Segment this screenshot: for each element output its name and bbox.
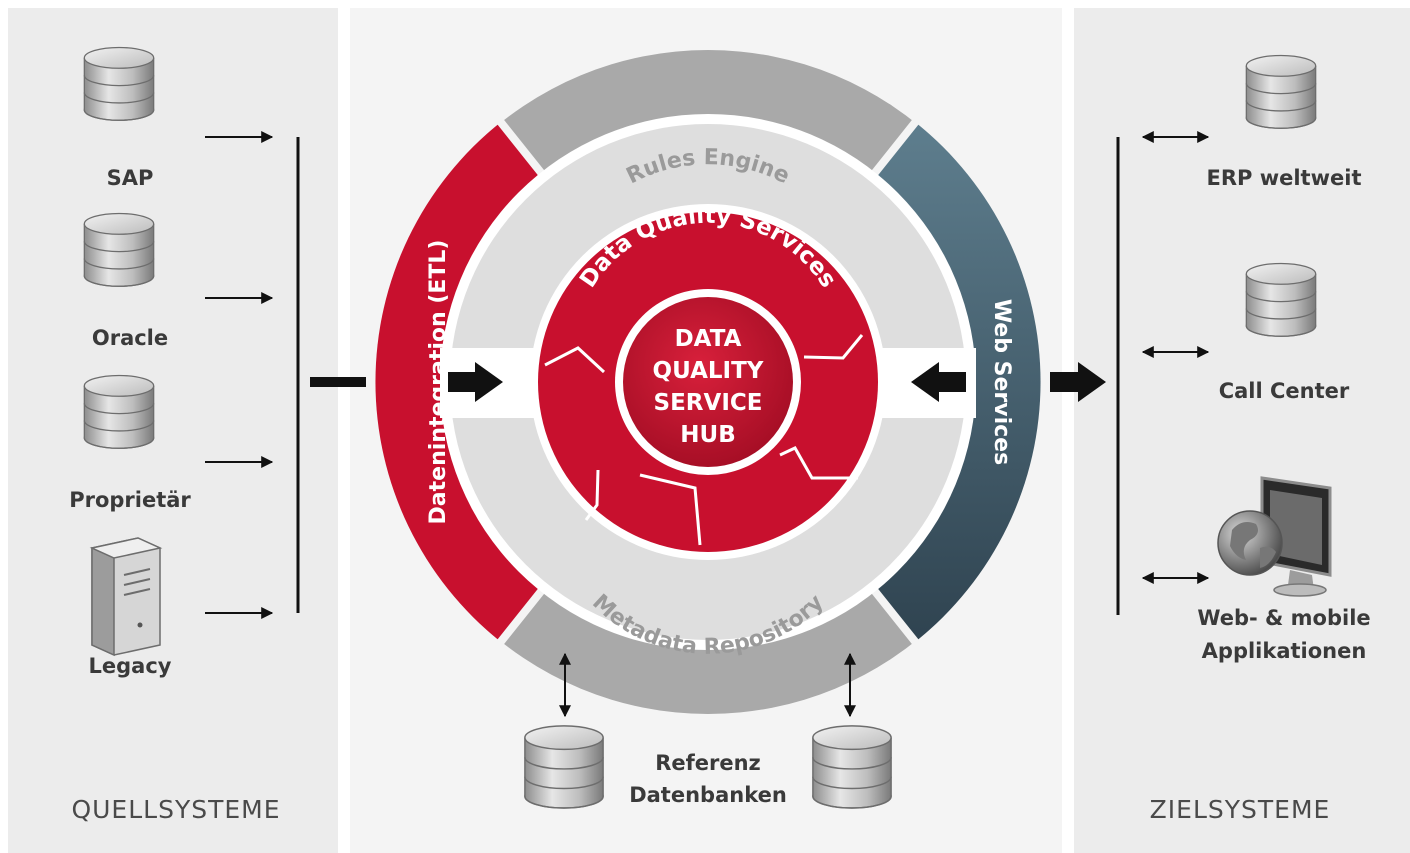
- reference-label-line2: Datenbanken: [629, 783, 787, 807]
- core-line-3: SERVICE: [654, 390, 763, 416]
- target-label-erp: ERP weltweit: [1207, 166, 1362, 190]
- reference-databases: Referenz Datenbanken: [524, 652, 892, 809]
- source-label-legacy: Legacy: [89, 654, 172, 678]
- reference-label-line1: Referenz: [655, 751, 761, 775]
- database-icon: [524, 725, 604, 809]
- database-icon: [83, 374, 155, 449]
- source-section-title: QUELLSYSTEME: [71, 795, 280, 824]
- source-item-proprietaer: Proprietär: [69, 374, 191, 512]
- source-label-sap: SAP: [107, 166, 154, 190]
- target-label-call-center: Call Center: [1219, 379, 1350, 403]
- arrow-out-right: [1050, 362, 1106, 402]
- source-item-oracle: Oracle: [83, 212, 168, 350]
- target-label-web-line2: Applikationen: [1202, 639, 1367, 663]
- target-connectors: [1050, 131, 1210, 615]
- globe-monitor-icon: [1217, 476, 1332, 597]
- arrow-in-right: [911, 362, 966, 402]
- target-item-erp: ERP weltweit: [1207, 54, 1362, 190]
- source-panel: [8, 8, 338, 853]
- hub-graphic: Rules Engine Data Quality Services Metad…: [375, 50, 1041, 714]
- database-icon: [83, 212, 155, 287]
- source-connectors: [205, 131, 366, 619]
- target-label-web-line1: Web- & mobile: [1197, 606, 1370, 630]
- core-line-2: QUALITY: [653, 358, 764, 384]
- database-icon: [1245, 54, 1317, 129]
- arrow-in-left: [448, 362, 503, 402]
- etl-label: Datenintegration (ETL): [426, 240, 451, 525]
- server-tower-icon: [89, 537, 163, 657]
- source-item-sap: SAP: [83, 46, 155, 190]
- target-section-title: ZIELSYSTEME: [1150, 795, 1331, 824]
- target-item-web-mobile: Web- & mobile Applikationen: [1197, 476, 1371, 663]
- database-icon: [83, 46, 155, 121]
- database-icon: [1245, 262, 1317, 337]
- target-item-call-center: Call Center: [1219, 262, 1350, 403]
- source-item-legacy: Legacy: [89, 537, 172, 678]
- web-services-label: Web Services: [989, 299, 1014, 465]
- database-icon: [812, 725, 892, 809]
- core-line-1: DATA: [675, 326, 742, 352]
- source-label-oracle: Oracle: [92, 326, 168, 350]
- target-panel: [1074, 8, 1410, 853]
- source-label-proprietaer: Proprietär: [69, 488, 191, 512]
- core-line-4: HUB: [680, 422, 735, 448]
- hub-core: [623, 297, 793, 467]
